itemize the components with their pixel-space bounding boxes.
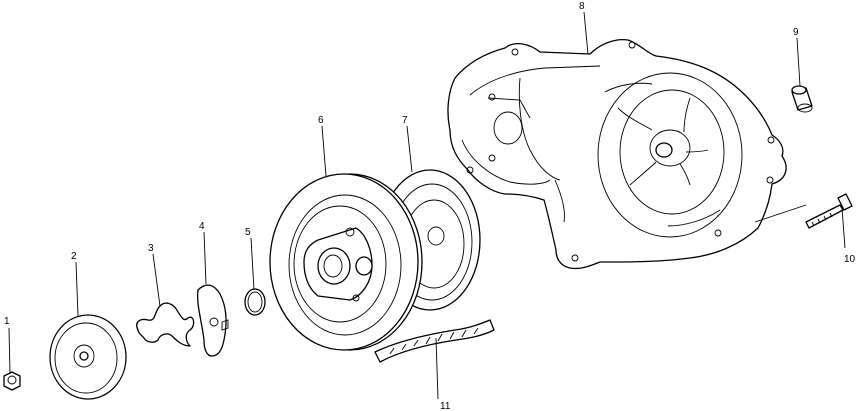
callout-1: 1 <box>4 316 10 327</box>
leader-2 <box>75 261 79 317</box>
callout-4: 4 <box>199 221 205 232</box>
leader-10b <box>754 204 807 223</box>
leader-11 <box>435 337 439 400</box>
callout-numbers: 1 2 3 4 5 6 7 8 9 10 11 <box>4 1 856 411</box>
callout-3: 3 <box>148 243 154 254</box>
leader-10 <box>841 207 846 249</box>
leader-3 <box>152 253 161 307</box>
leader-7 <box>406 125 413 173</box>
callout-6: 6 <box>318 115 324 126</box>
callout-10: 10 <box>844 254 856 265</box>
part-1-nut <box>3 371 21 391</box>
part-11-recoil-rope <box>374 319 495 363</box>
part-10-bolt <box>805 193 853 229</box>
callout-11: 11 <box>440 401 451 411</box>
callout-9: 9 <box>793 27 799 38</box>
part-8-recoil-housing <box>447 38 787 270</box>
leader-lines <box>8 11 846 400</box>
part-5-spring-clip <box>244 288 266 316</box>
leader-8 <box>583 11 589 55</box>
part-4-pawl <box>196 284 229 357</box>
part-2-drive-plate <box>49 314 127 400</box>
part-9-bushing <box>791 85 813 113</box>
callout-2: 2 <box>71 251 77 262</box>
leader-4 <box>203 231 207 285</box>
leader-5 <box>250 237 255 291</box>
callout-8: 8 <box>579 1 585 12</box>
part-6-recoil-pulley <box>269 173 423 351</box>
part-3-friction-spring <box>136 302 195 347</box>
callout-7: 7 <box>402 115 408 126</box>
leader-9 <box>796 37 801 87</box>
callout-5: 5 <box>245 227 251 238</box>
leader-6 <box>321 125 327 177</box>
leader-1 <box>8 327 11 375</box>
